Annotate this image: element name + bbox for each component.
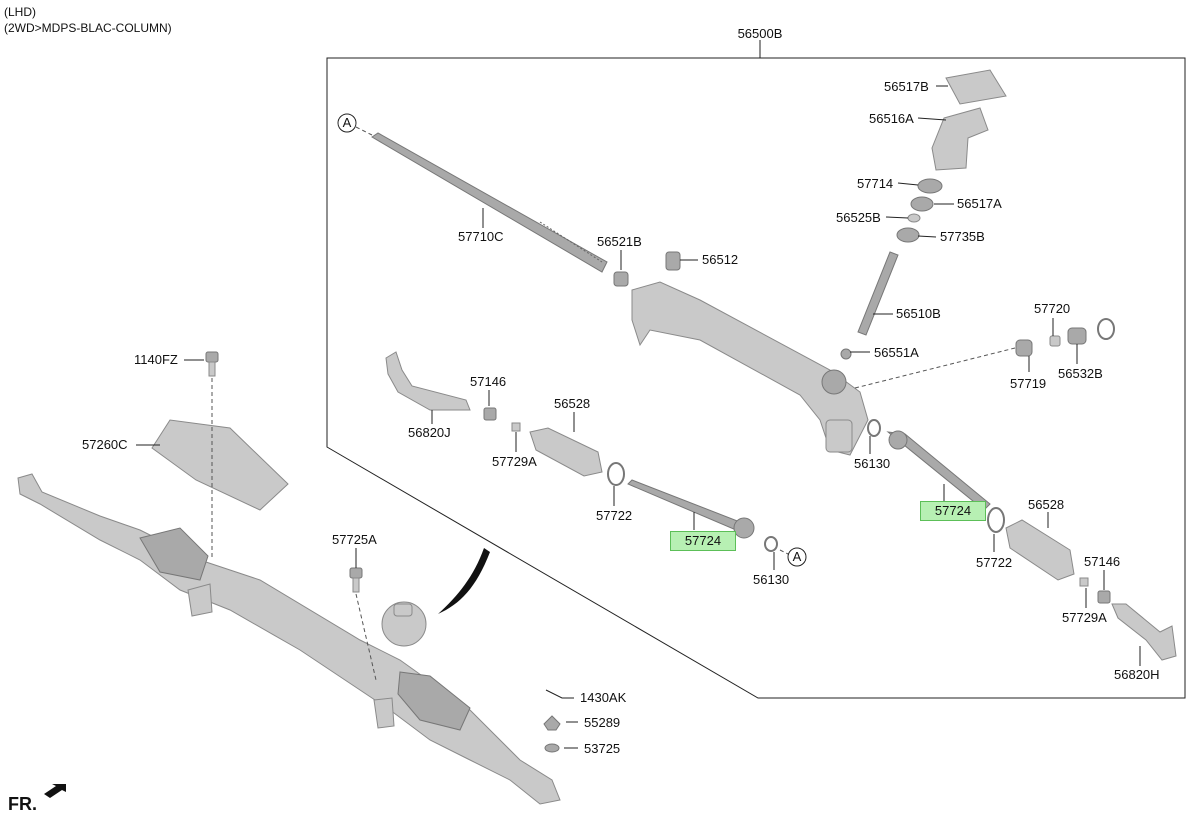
boot-56528-right (1005, 519, 1075, 581)
ring-56130-right (867, 419, 881, 437)
pin-57729A-left (511, 422, 521, 432)
callout-57729A-right: 57729A (1062, 610, 1107, 625)
plug-56512 (665, 251, 681, 271)
ref-marker-a-top: A (337, 113, 373, 136)
callout-56512: 56512 (702, 252, 738, 267)
callout-56528-right: 56528 (1028, 497, 1064, 512)
svg-text:A: A (793, 549, 802, 564)
nut-57146-right (1097, 590, 1111, 604)
header-config: (2WD>MDPS-BLAC-COLUMN) (4, 21, 172, 35)
tie-rod-57724-left (627, 479, 741, 531)
nut-57146-left (483, 407, 497, 421)
callout-56130-right: 56130 (854, 456, 890, 471)
header-lhd: (LHD) (4, 5, 36, 19)
callout-56521B: 56521B (597, 234, 642, 249)
steering-gear-assembled (17, 473, 561, 805)
steering-housing-exploded (631, 281, 869, 456)
ball-56551A (840, 348, 852, 360)
callout-56551A: 56551A (874, 345, 919, 360)
callout-57722-left: 57722 (596, 508, 632, 523)
callout-57710C: 57710C (458, 229, 504, 244)
right-small-parts (854, 318, 1115, 389)
front-orientation-label: FR. (8, 794, 37, 814)
callout-57146-right: 57146 (1084, 554, 1120, 569)
symbol-55289 (543, 715, 561, 731)
ref-marker-a-bottom: A (779, 547, 807, 567)
callout-1140FZ: 1140FZ (134, 352, 178, 367)
callout-57714: 57714 (857, 176, 893, 191)
exploded-view-frame (326, 47, 1186, 699)
callout-57735B: 57735B (940, 229, 985, 244)
callout-56820J: 56820J (408, 425, 451, 440)
callout-57719: 57719 (1010, 376, 1046, 391)
callout-55289: 55289 (584, 715, 620, 730)
callout-53725: 53725 (584, 741, 620, 756)
callout-57146-left: 57146 (470, 374, 506, 389)
highlight-57724-right[interactable]: 57724 (920, 501, 986, 521)
rack-bar-57710C (371, 132, 608, 273)
highlight-57724-left[interactable]: 57724 (670, 531, 736, 551)
callout-57724-left: 57724 (684, 533, 722, 548)
callout-57724-right: 57724 (934, 503, 972, 518)
leader-lines (136, 40, 1141, 749)
callout-56516A: 56516A (869, 111, 914, 126)
top-stack (896, 69, 1007, 243)
callout-57722-right: 57722 (976, 555, 1012, 570)
front-arrow-icon (44, 784, 66, 798)
pinion-56510B (857, 251, 899, 336)
callout-57729A-left: 57729A (492, 454, 537, 469)
callout-56517B: 56517B (884, 79, 929, 94)
assembly-label-56500B: 56500B (738, 26, 783, 41)
bolt-57725A (349, 567, 377, 681)
tie-rod-end-56820J (385, 351, 471, 411)
callout-56517A: 56517A (957, 196, 1002, 211)
boot-56528-left (529, 427, 603, 477)
callout-56130-bottom: 56130 (753, 572, 789, 587)
callout-57260C: 57260C (82, 437, 128, 452)
callout-56510B: 56510B (896, 306, 941, 321)
callout-56532B: 56532B (1058, 366, 1103, 381)
svg-text:A: A (343, 115, 352, 130)
callout-56820H: 56820H (1114, 667, 1160, 682)
callout-57720: 57720 (1034, 301, 1070, 316)
tie-rod-end-56820H (1111, 603, 1177, 661)
symbol-53725 (544, 743, 560, 753)
bushing-56521B (613, 271, 629, 287)
callout-1430AK: 1430AK (580, 690, 627, 705)
bolt-1140FZ (205, 351, 219, 560)
symbol-1430AK (545, 689, 574, 699)
detail-pointer (438, 548, 490, 614)
heat-shield-57260C (151, 419, 289, 511)
ring-56130-left (764, 536, 778, 552)
callout-56528-left: 56528 (554, 396, 590, 411)
callout-57725A: 57725A (332, 532, 377, 547)
callout-56525B: 56525B (836, 210, 881, 225)
pin-57729A-right (1079, 577, 1089, 587)
